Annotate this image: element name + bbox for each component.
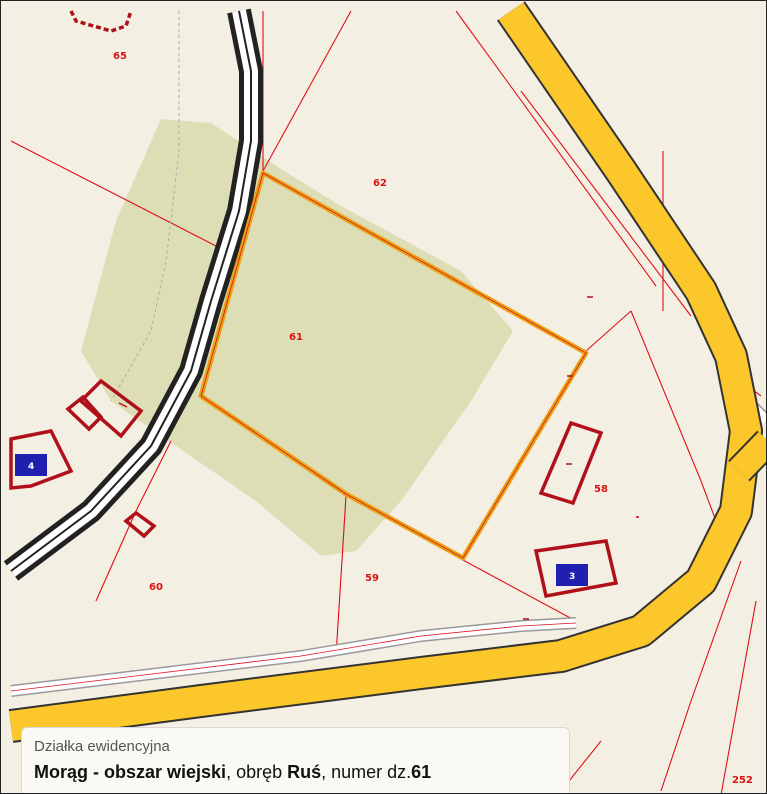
house-number-3: 3 bbox=[569, 572, 575, 582]
precinct-name: Ruś bbox=[287, 762, 322, 782]
vegetation-area bbox=[81, 119, 513, 556]
municipality-name: Morąg - obszar wiejski bbox=[34, 762, 227, 782]
separator-number: , numer dz. bbox=[321, 762, 412, 782]
boundary-ticks bbox=[118, 296, 639, 620]
parcel-label-58: 58 bbox=[594, 484, 608, 495]
parcel-label-59: 59 bbox=[365, 573, 379, 584]
parcel-label-65: 65 bbox=[113, 51, 127, 62]
info-panel-subtitle: Działka ewidencyjna bbox=[34, 738, 170, 755]
parcel-label-62: 62 bbox=[373, 178, 387, 189]
buildings bbox=[9, 10, 619, 599]
parcel-label-61: 61 bbox=[289, 332, 303, 343]
parcel-identification: Morąg - obszar wiejski, obręb Ruś, numer… bbox=[34, 762, 557, 783]
house-number-3-badge bbox=[556, 564, 588, 586]
house-number-4-badge bbox=[15, 454, 47, 476]
parcel-label-252: 252 bbox=[732, 775, 753, 786]
separator-precinct: , obręb bbox=[226, 762, 288, 782]
house-number-4: 4 bbox=[28, 462, 34, 472]
parcel-label-60: 60 bbox=[149, 582, 163, 593]
footpath bbox=[110, 11, 180, 402]
parcel-info-panel: Działka ewidencyjna Morąg - obszar wiejs… bbox=[21, 727, 570, 793]
parcel-number: 61 bbox=[411, 762, 432, 782]
